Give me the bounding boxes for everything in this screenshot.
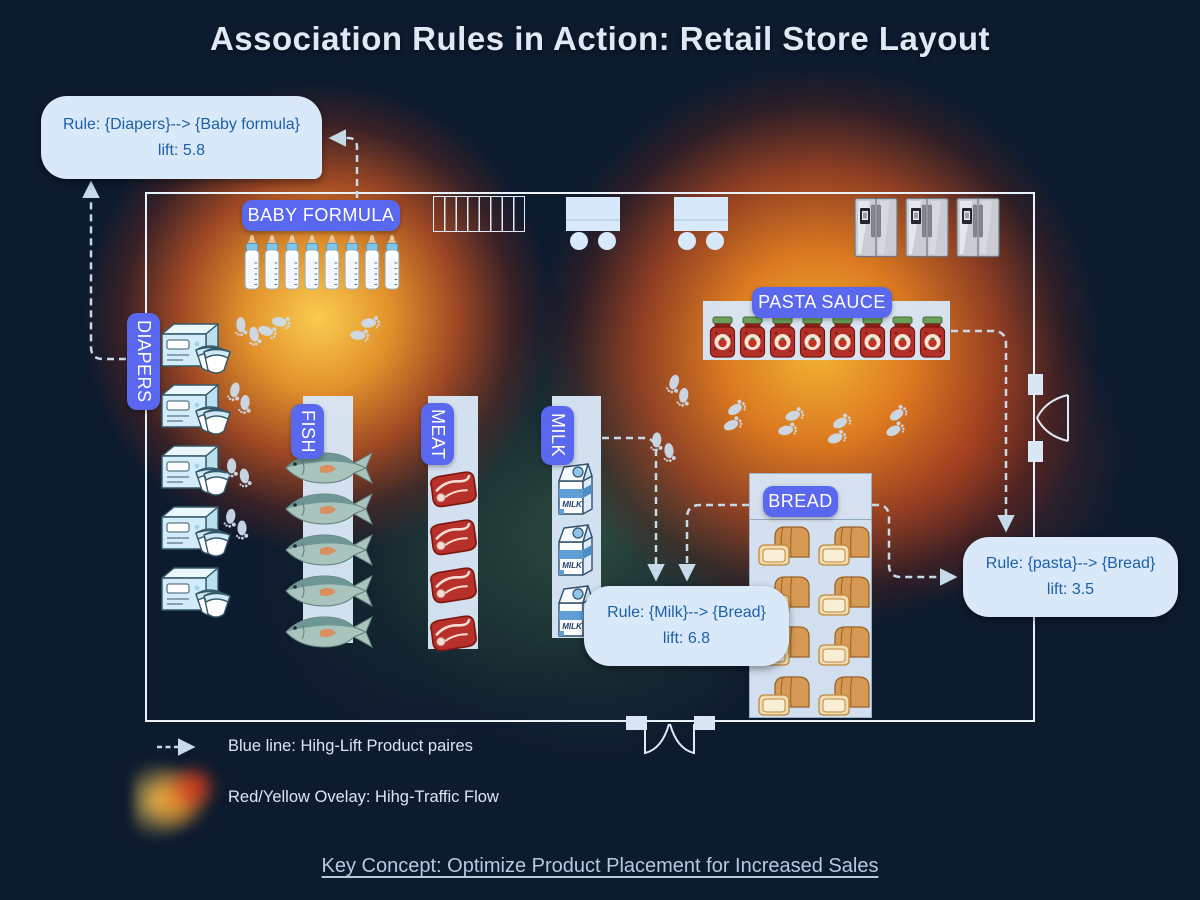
- shelf-rack: [433, 196, 525, 232]
- callout-pasta-bread: Rule: {pasta}--> {Bread} lift: 3.5: [963, 537, 1178, 617]
- steak-icon: [429, 471, 477, 508]
- bread-loaf-icon: [818, 576, 870, 616]
- section-label-text: MEAT: [428, 408, 448, 460]
- fish-icon: [285, 574, 373, 608]
- milk-carton-icon: MILK: [558, 524, 593, 576]
- bread-loaf-icon: [758, 676, 810, 716]
- baby-bottle-icon: [264, 235, 280, 290]
- fish-items: [284, 449, 376, 651]
- pasta-sauce-jar-icon: [769, 316, 796, 358]
- diaper-pack-icon: [161, 445, 231, 496]
- callout-diapers-formula: Rule: {Diapers}--> {Baby formula} lift: …: [41, 96, 322, 179]
- checkout-counter-icon: [674, 197, 728, 250]
- lift-value: lift: 3.5: [1046, 581, 1095, 598]
- diaper-pack-icon: [161, 567, 231, 618]
- baby-bottle-icon: [364, 235, 380, 290]
- baby-bottle-icon: [344, 235, 360, 290]
- pasta-sauce-jar-icon: [739, 316, 766, 358]
- section-label-text: BABY FORMULA: [247, 205, 395, 225]
- baby-bottle-icon: [284, 235, 300, 290]
- section-label-milk: MILK: [541, 406, 574, 465]
- diapers-items: [156, 320, 242, 624]
- pasta-sauce-jar-icon: [919, 316, 946, 358]
- section-label-text: DIAPERS: [134, 320, 154, 403]
- section-label-meat: MEAT: [421, 403, 454, 465]
- fish-icon: [285, 615, 373, 649]
- fish-icon: [285, 533, 373, 567]
- steak-icon: [429, 567, 477, 604]
- fridges-row: [854, 197, 1000, 258]
- rule-text: Rule: {pasta}--> {Bread}: [985, 555, 1156, 573]
- milk-carton-label: MILK: [562, 500, 583, 509]
- fish-icon: [285, 492, 373, 526]
- fridge-icon: [854, 197, 898, 258]
- legend-traffic-label: Red/Yellow Ovelay: Hihg-Traffic Flow: [228, 788, 499, 806]
- rule-text: Rule: {Diapers}--> {Baby formula}: [62, 115, 300, 133]
- page-title: Association Rules in Action: Retail Stor…: [209, 20, 991, 57]
- milk-carton-label: MILK: [562, 622, 583, 631]
- section-label-diapers: DIAPERS: [127, 313, 160, 410]
- baby-bottle-icon: [384, 235, 400, 290]
- section-label-baby-formula: BABY FORMULA: [242, 200, 400, 231]
- steak-icon: [429, 519, 477, 556]
- checkout-counters: [566, 197, 728, 250]
- pasta-sauce-items: [708, 316, 947, 359]
- callout-milk-bread: Rule: {Milk}--> {Bread} lift: 6.8: [584, 586, 789, 666]
- section-label-bread: BREAD: [763, 486, 838, 517]
- baby-bottle-icon: [304, 235, 320, 290]
- pasta-sauce-jar-icon: [829, 316, 856, 358]
- baby-bottle-icon: [244, 235, 260, 290]
- key-concept-footer: Key Concept: Optimize Product Placement …: [321, 855, 879, 877]
- pasta-sauce-jar-icon: [709, 316, 736, 358]
- milk-carton-label: MILK: [562, 561, 583, 570]
- section-label-pasta-sauce: PASTA SAUCE: [752, 287, 892, 318]
- meat-items: [424, 466, 482, 656]
- section-label-text: BREAD: [768, 491, 833, 511]
- bread-loaf-icon: [818, 676, 870, 716]
- section-label-text: FISH: [298, 409, 318, 453]
- rule-text: Rule: {Milk}--> {Bread}: [607, 604, 766, 622]
- diaper-pack-icon: [161, 384, 231, 435]
- bread-loaf-icon: [758, 526, 810, 566]
- lift-value: lift: 6.8: [662, 630, 711, 647]
- checkout-counter-icon: [566, 197, 620, 250]
- legend-high-lift-label: Blue line: Hihg-Lift Product paires: [228, 737, 473, 755]
- pasta-sauce-jar-icon: [859, 316, 886, 358]
- heat-blob-legend-swatch: [133, 753, 225, 839]
- baby-bottle-icon: [324, 235, 340, 290]
- pasta-sauce-jar-icon: [889, 316, 916, 358]
- section-label-text: PASTA SAUCE: [758, 292, 886, 312]
- steak-icon: [429, 615, 477, 652]
- fridge-icon: [905, 197, 949, 258]
- section-label-text: MILK: [548, 413, 568, 458]
- bread-loaf-icon: [818, 526, 870, 566]
- milk-carton-icon: MILK: [558, 463, 593, 515]
- fridge-icon: [956, 197, 1000, 258]
- baby-formula-items: [242, 234, 402, 290]
- diaper-pack-icon: [161, 506, 231, 557]
- bread-loaf-icon: [818, 626, 870, 666]
- pasta-sauce-jar-icon: [799, 316, 826, 358]
- lift-value: lift: 5.8: [157, 141, 206, 159]
- section-label-fish: FISH: [291, 404, 324, 459]
- diaper-pack-icon: [161, 323, 231, 374]
